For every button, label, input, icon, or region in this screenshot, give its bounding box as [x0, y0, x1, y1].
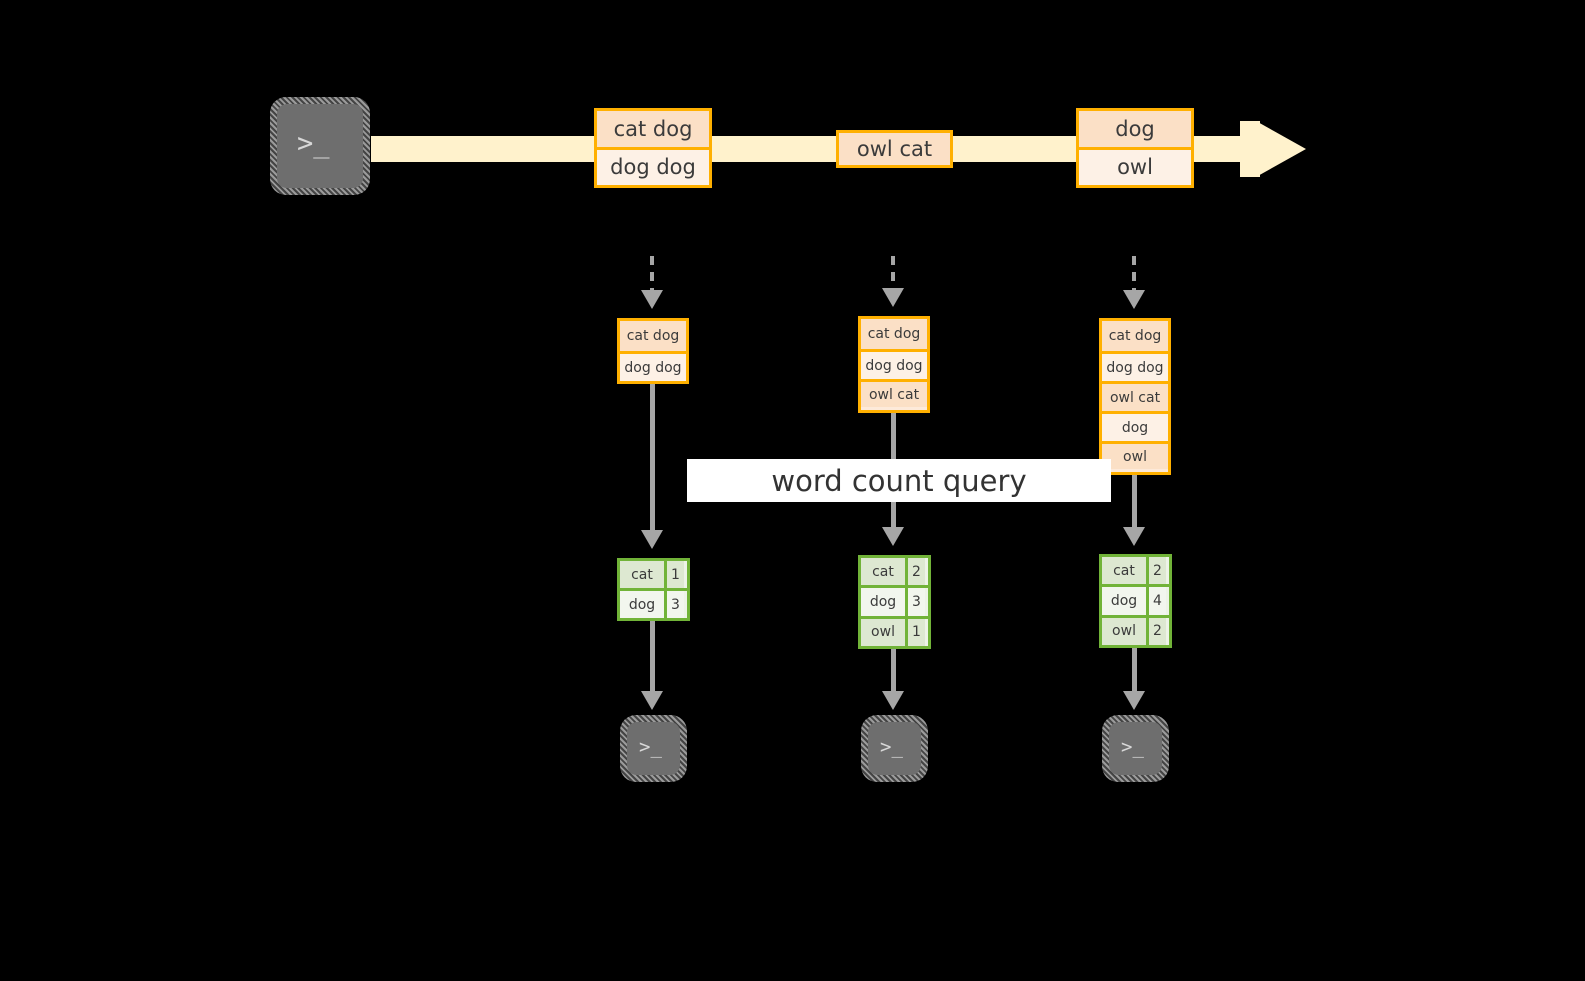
result-word-cell: dog [1102, 587, 1146, 615]
query-flow-arrowhead [1123, 527, 1145, 546]
event-stream-band-head-base [1240, 121, 1260, 177]
result-table-row: owl 2 [1102, 614, 1169, 645]
trigger-dashed-line [650, 256, 654, 292]
query-flow-arrowhead [882, 527, 904, 546]
result-word-cell: dog [620, 591, 664, 618]
stream-batch-line: owl cat [839, 133, 950, 165]
result-count-cell: 4 [1146, 587, 1166, 615]
input-table-row: dog dog [861, 349, 927, 379]
result-count-cell: 2 [1146, 617, 1166, 645]
terminal-prompt-glyph: >_ [1121, 736, 1144, 758]
sink-terminal-icon: >_ [861, 715, 928, 782]
result-table: cat 2 dog 3 owl 1 [858, 555, 931, 649]
input-table: cat dog dog dog [617, 318, 689, 384]
stream-batch-line: dog dog [597, 146, 709, 185]
result-word-cell: cat [861, 558, 905, 586]
terminal-prompt-glyph: >_ [297, 128, 330, 159]
terminal-body [627, 722, 680, 775]
stream-batch: cat dog dog dog [594, 108, 712, 188]
query-flow-line [650, 384, 655, 532]
result-word-cell: dog [861, 588, 905, 616]
trigger-dashed-line [1132, 256, 1136, 292]
sink-flow-arrowhead [1123, 691, 1145, 710]
result-count-cell: 2 [1146, 557, 1166, 585]
source-terminal-icon: >_ [270, 97, 370, 195]
sink-flow-arrowhead [641, 691, 663, 710]
sink-terminal-icon: >_ [620, 715, 687, 782]
input-table-row: cat dog [620, 321, 686, 351]
sink-flow-line [650, 621, 655, 693]
stream-batch: dog owl [1076, 108, 1194, 188]
result-word-cell: cat [1102, 557, 1146, 585]
terminal-body [868, 722, 921, 775]
input-table-row: cat dog [861, 319, 927, 349]
input-table-row: owl [1102, 441, 1168, 469]
trigger-arrowhead [1123, 290, 1145, 309]
terminal-body [1109, 722, 1162, 775]
trigger-arrowhead [882, 288, 904, 307]
result-count-cell: 1 [905, 618, 925, 646]
result-count-cell: 1 [664, 561, 684, 588]
stream-batch-line: cat dog [597, 111, 709, 147]
stream-batch-line: owl [1079, 146, 1191, 185]
query-label: word count query [687, 459, 1111, 502]
result-table: cat 2 dog 4 owl 2 [1099, 554, 1172, 648]
terminal-body [277, 104, 363, 188]
result-table-row: dog 4 [1102, 584, 1169, 615]
result-table-row: owl 1 [861, 615, 928, 646]
result-count-cell: 2 [905, 558, 925, 586]
trigger-arrowhead [641, 290, 663, 309]
result-table-row: cat 2 [1102, 557, 1169, 585]
result-word-cell: owl [1102, 617, 1146, 645]
result-word-cell: cat [620, 561, 664, 588]
input-table: cat dog dog dog owl cat dog owl [1099, 318, 1171, 475]
terminal-prompt-glyph: >_ [880, 736, 903, 758]
input-table-row: dog dog [620, 351, 686, 381]
result-table-row: cat 1 [620, 561, 687, 588]
input-table-row: dog dog [1102, 351, 1168, 381]
input-table: cat dog dog dog owl cat [858, 316, 930, 413]
result-table: cat 1 dog 3 [617, 558, 690, 621]
sink-flow-line [1132, 648, 1137, 693]
stream-batch-line: dog [1079, 111, 1191, 147]
result-table-row: cat 2 [861, 558, 928, 586]
query-flow-line [1132, 475, 1137, 529]
sink-flow-line [891, 649, 896, 693]
trigger-dashed-line [891, 256, 895, 290]
query-flow-arrowhead [641, 530, 663, 549]
result-table-row: dog 3 [861, 585, 928, 616]
sink-flow-arrowhead [882, 691, 904, 710]
input-table-row: owl cat [861, 379, 927, 407]
stream-batch: owl cat [836, 130, 953, 168]
sink-terminal-icon: >_ [1102, 715, 1169, 782]
result-word-cell: owl [861, 618, 905, 646]
result-count-cell: 3 [664, 591, 684, 618]
event-stream-arrowhead [1256, 121, 1306, 177]
input-table-row: cat dog [1102, 321, 1168, 351]
result-count-cell: 3 [905, 588, 925, 616]
input-table-row: dog [1102, 411, 1168, 441]
terminal-prompt-glyph: >_ [639, 736, 662, 758]
result-table-row: dog 3 [620, 588, 687, 618]
input-table-row: owl cat [1102, 381, 1168, 411]
